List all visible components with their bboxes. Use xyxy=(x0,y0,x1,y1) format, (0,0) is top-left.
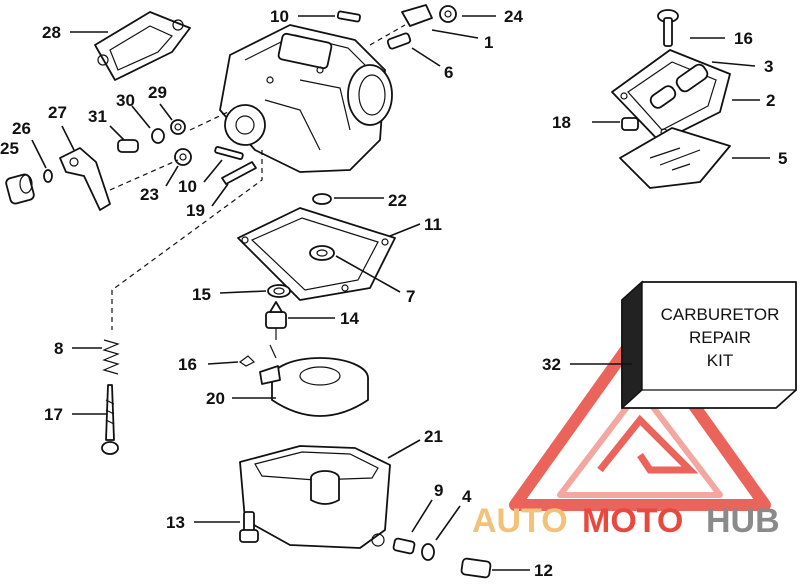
part-3-fitting xyxy=(649,63,709,109)
watermark-text: AUTO MOTO HUB xyxy=(472,502,780,540)
kit-label-line2: REPAIR xyxy=(689,328,751,347)
part-7-needle-seat xyxy=(309,245,335,261)
callout-16: 16 xyxy=(178,355,197,374)
part-6-screw xyxy=(386,32,412,50)
part-24-bushing xyxy=(174,148,192,166)
watermark-logo xyxy=(509,324,771,511)
watermark-hub: HUB xyxy=(706,502,780,540)
callout-4: 4 xyxy=(462,487,472,506)
leader-lines xyxy=(31,15,770,571)
callout-27: 26 xyxy=(12,119,31,138)
callout-8: 8 xyxy=(54,339,63,358)
part-19-check-valve xyxy=(621,117,639,131)
callout-26: 25 xyxy=(0,139,19,158)
part-22-float-bowl xyxy=(239,445,391,549)
part-28-throttle-lever xyxy=(59,147,111,211)
callout-30: 29 xyxy=(148,83,167,102)
part-21-float xyxy=(259,357,369,417)
part-29-flange-gasket xyxy=(94,11,191,81)
part-30-nut xyxy=(170,119,186,135)
callout-1: 1 xyxy=(484,33,493,52)
callout-2: 2 xyxy=(766,91,775,110)
part-23-plug xyxy=(312,193,332,205)
part-27-o-ring xyxy=(43,169,53,183)
callout-10-top: 10 xyxy=(270,7,289,26)
callout-19: 18 xyxy=(552,113,571,132)
callout-7: 7 xyxy=(406,287,415,306)
part-9-main-jet xyxy=(392,537,416,555)
callout-28: 27 xyxy=(48,103,67,122)
callout-21: 20 xyxy=(206,389,225,408)
callout-17: 16 xyxy=(734,29,753,48)
part-8-spring xyxy=(102,339,120,375)
callout-13: 13 xyxy=(166,513,185,532)
part-4-gasket xyxy=(421,543,435,561)
part-17-screw xyxy=(657,9,679,47)
callout-15: 15 xyxy=(192,285,211,304)
callout-10-lower: 10 xyxy=(178,177,197,196)
part-33-repair-kit-box: CARBURETOR REPAIR KIT xyxy=(621,280,797,410)
part-1-plate xyxy=(401,4,433,27)
watermark-auto: AUTO xyxy=(472,502,568,540)
callout-9: 9 xyxy=(434,481,443,500)
part-26-knob xyxy=(5,173,35,205)
callout-20: 19 xyxy=(186,201,205,220)
part-12-drain-plug xyxy=(460,557,492,579)
part-20-screw xyxy=(221,161,257,185)
part-32-screw xyxy=(117,139,139,153)
callout-11: 11 xyxy=(424,215,442,234)
callout-labels: 10 24 1 6 16 3 2 18 5 28 29 30 31 27 26 … xyxy=(0,7,787,580)
part-13-screw xyxy=(239,511,259,543)
part-15-gasket xyxy=(267,284,291,298)
callout-24: 23 xyxy=(140,185,159,204)
callout-3: 3 xyxy=(764,57,773,76)
part-5-diaphragm xyxy=(619,127,731,189)
callout-31: 30 xyxy=(116,91,135,110)
carburetor-body xyxy=(219,24,393,173)
part-10-lower-pin xyxy=(214,146,244,160)
callout-33: 32 xyxy=(542,355,561,374)
callout-25: 24 xyxy=(504,7,523,26)
callout-5: 5 xyxy=(778,149,787,168)
part-14-inlet-needle xyxy=(265,301,287,340)
callout-12: 12 xyxy=(534,561,553,580)
part-16-clip xyxy=(238,344,277,367)
callout-6: 6 xyxy=(444,63,453,82)
callout-14: 14 xyxy=(340,309,359,328)
callout-18: 17 xyxy=(44,405,63,424)
watermark-moto: MOTO xyxy=(582,502,683,540)
part-31-washer xyxy=(151,128,165,144)
callout-23: 22 xyxy=(388,191,407,210)
kit-label-line3: KIT xyxy=(707,351,733,370)
part-10-top-pin xyxy=(336,10,361,23)
part-25-screw xyxy=(439,5,457,23)
kit-label-line1: CARBURETOR xyxy=(661,305,780,324)
callout-29: 28 xyxy=(42,23,61,42)
callout-32: 31 xyxy=(88,107,107,126)
part-18-idle-needle xyxy=(101,384,119,455)
callout-22: 21 xyxy=(424,427,443,446)
